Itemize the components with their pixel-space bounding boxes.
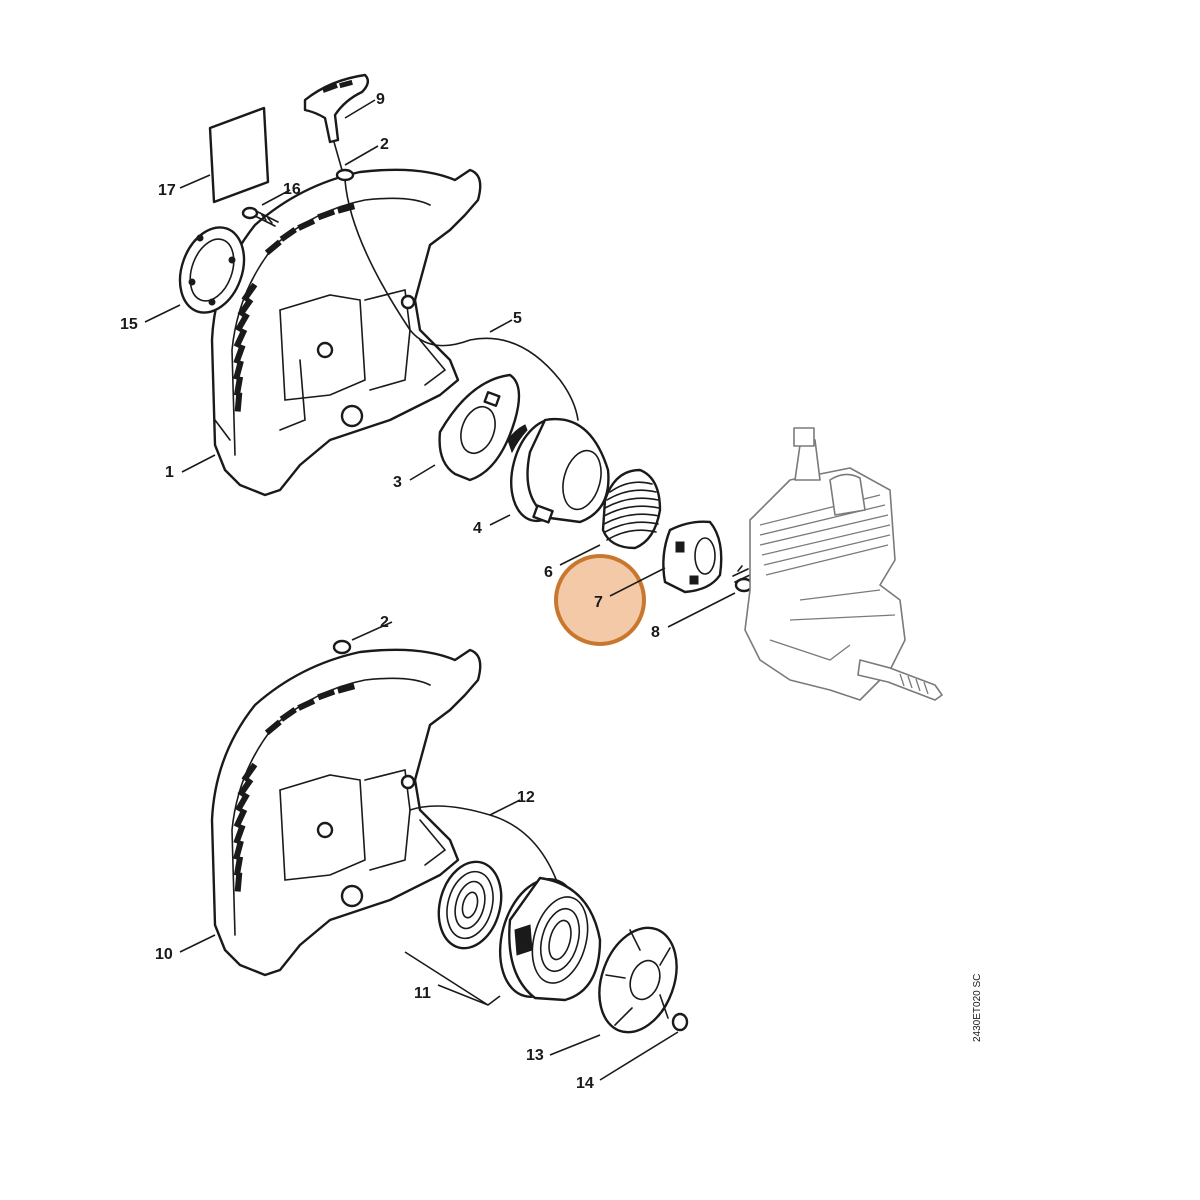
callout-12: 12 <box>517 789 535 806</box>
callout-9: 9 <box>376 91 385 108</box>
callout-4: 4 <box>473 520 482 537</box>
callout-13: 13 <box>526 1047 544 1064</box>
starter-grip[interactable] <box>303 73 370 171</box>
spring-and-rotor[interactable] <box>430 855 602 1006</box>
callout-16: 16 <box>283 181 301 198</box>
callout-2-lower: 2 <box>380 614 389 631</box>
grommet-lower[interactable] <box>332 639 352 655</box>
circlip-14[interactable] <box>671 1012 689 1032</box>
callout-5: 5 <box>513 310 522 327</box>
callout-7: 7 <box>594 594 603 611</box>
callout-1: 1 <box>165 464 174 481</box>
guide-disc[interactable] <box>438 373 521 482</box>
rewind-spring[interactable] <box>601 468 662 550</box>
callout-15: 15 <box>120 316 138 333</box>
rope-rotor[interactable] <box>501 411 610 528</box>
engine-reference <box>744 427 943 701</box>
callout-3: 3 <box>393 474 402 491</box>
callout-14: 14 <box>576 1075 594 1092</box>
spring-cover[interactable] <box>586 917 691 1043</box>
grommet-upper[interactable] <box>335 168 355 182</box>
callout-2-upper: 2 <box>380 136 389 153</box>
pawl-carrier[interactable] <box>662 520 723 594</box>
callout-labels: 1 2 3 4 5 6 7 8 9 10 11 12 13 14 15 16 1… <box>120 91 660 1092</box>
screw-16[interactable] <box>241 206 279 227</box>
washer-plate[interactable] <box>169 218 255 321</box>
fan-housing-lower[interactable] <box>210 648 482 977</box>
callout-8: 8 <box>651 624 660 641</box>
leader-lines <box>144 99 736 1081</box>
callout-6: 6 <box>544 564 553 581</box>
label-plate[interactable] <box>208 106 270 204</box>
callout-10: 10 <box>155 946 173 963</box>
callout-17: 17 <box>158 182 176 199</box>
screw-8[interactable] <box>732 565 754 593</box>
drawing-code: 2430ET020 SC <box>972 974 983 1042</box>
callout-11: 11 <box>414 985 431 1002</box>
highlight-marker-7[interactable] <box>554 554 646 646</box>
fan-housing-upper[interactable] <box>210 168 482 497</box>
starter-rope-upper <box>344 179 579 421</box>
